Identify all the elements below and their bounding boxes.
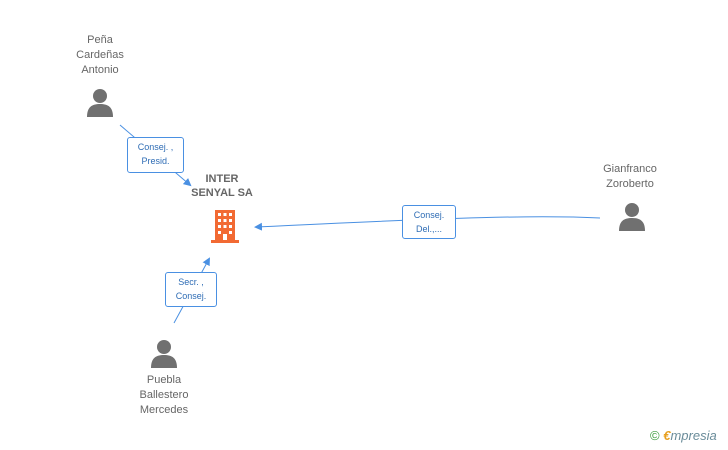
company-name[interactable]: INTER SENYAL SA	[191, 173, 253, 199]
edge-p2-company	[254, 216, 601, 231]
person-name-puebla-ballestero[interactable]: Puebla Ballestero Mercedes	[139, 374, 189, 416]
person-icon[interactable]	[86, 88, 114, 118]
person-name-pena-cardenas[interactable]: Peña Cardeñas Antonio	[76, 34, 124, 76]
person-icon[interactable]	[150, 339, 178, 369]
relation-label-p2[interactable]: Consej. Del.,...	[402, 205, 456, 239]
person-icon[interactable]	[618, 202, 646, 232]
logo-text: mpresia	[670, 428, 717, 443]
person-name-gianfranco-zoroberto[interactable]: Gianfranco Zoroberto	[603, 163, 657, 190]
empresia-logo[interactable]: © €mpresia	[650, 428, 717, 443]
relation-label-p3[interactable]: Secr. , Consej.	[165, 272, 217, 307]
building-icon[interactable]	[209, 208, 241, 244]
logo-initial: €	[663, 428, 671, 443]
relation-label-p1[interactable]: Consej. , Presid.	[127, 137, 184, 173]
copyright-symbol: ©	[650, 428, 660, 443]
